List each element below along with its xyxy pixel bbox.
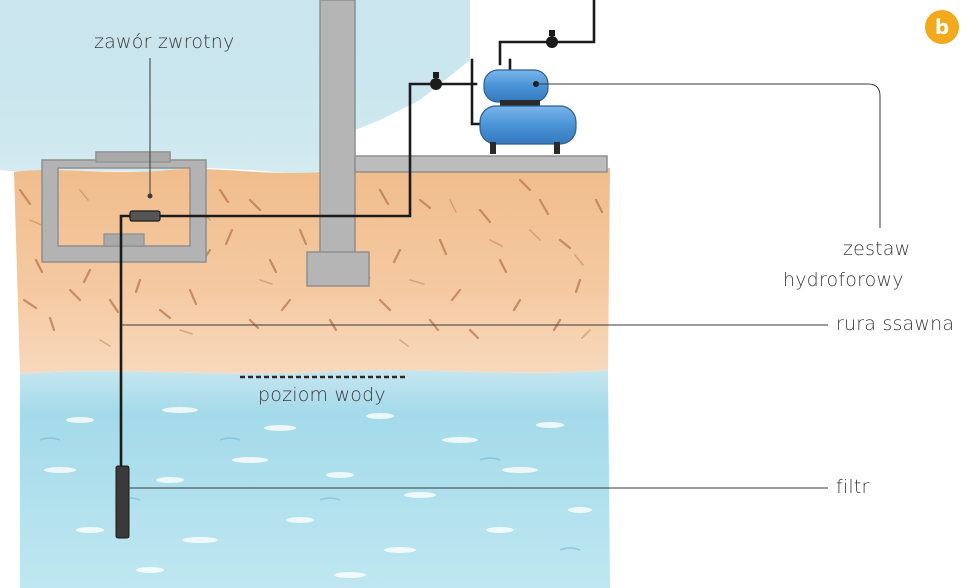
hydrophore-set bbox=[479, 69, 577, 154]
leader-lines bbox=[121, 58, 881, 489]
water-ripples bbox=[44, 407, 592, 578]
label-hydrophore-line2: hydroforowy bbox=[783, 269, 904, 291]
water-layer bbox=[20, 370, 610, 588]
pipe-sleeve bbox=[103, 233, 145, 247]
shutoff-valve-2 bbox=[546, 30, 558, 48]
sky-area bbox=[0, 0, 470, 174]
label-check-valve: zawór zwrotny bbox=[94, 31, 235, 53]
filter bbox=[115, 465, 130, 539]
label-hydrophore-line1: zestaw bbox=[843, 238, 911, 260]
label-suction-pipe: rura ssawna bbox=[836, 313, 955, 335]
figure-badge: b bbox=[925, 10, 959, 44]
well-cover bbox=[95, 151, 171, 163]
shutoff-valve-1 bbox=[430, 72, 442, 90]
floor-slab bbox=[354, 155, 608, 173]
label-filter: filtr bbox=[836, 476, 870, 498]
check-valve bbox=[129, 210, 161, 222]
soil-texture bbox=[18, 178, 604, 340]
label-water-level: poziom wody bbox=[258, 384, 386, 406]
building-column bbox=[319, 0, 356, 261]
column-footing bbox=[306, 251, 370, 287]
